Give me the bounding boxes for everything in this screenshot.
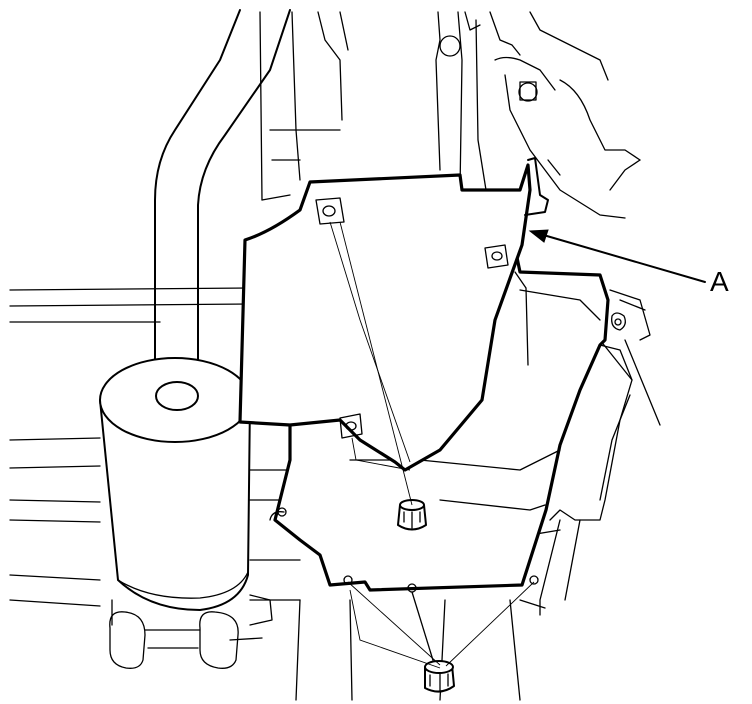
heat-shield-a [238,157,549,472]
leader-lines [339,221,535,669]
upper-assembly [439,11,641,219]
callout-label-a: A [710,266,729,297]
muffler [99,357,273,626]
muffler-hangers [109,611,263,669]
exhaust-pipe [154,9,291,396]
callout-arrow-a [528,229,706,283]
bolt-lower [411,591,455,693]
bolt-upper [397,499,427,531]
frame-rails [9,287,301,607]
shield-holes [315,197,509,439]
frame-members [259,11,487,201]
